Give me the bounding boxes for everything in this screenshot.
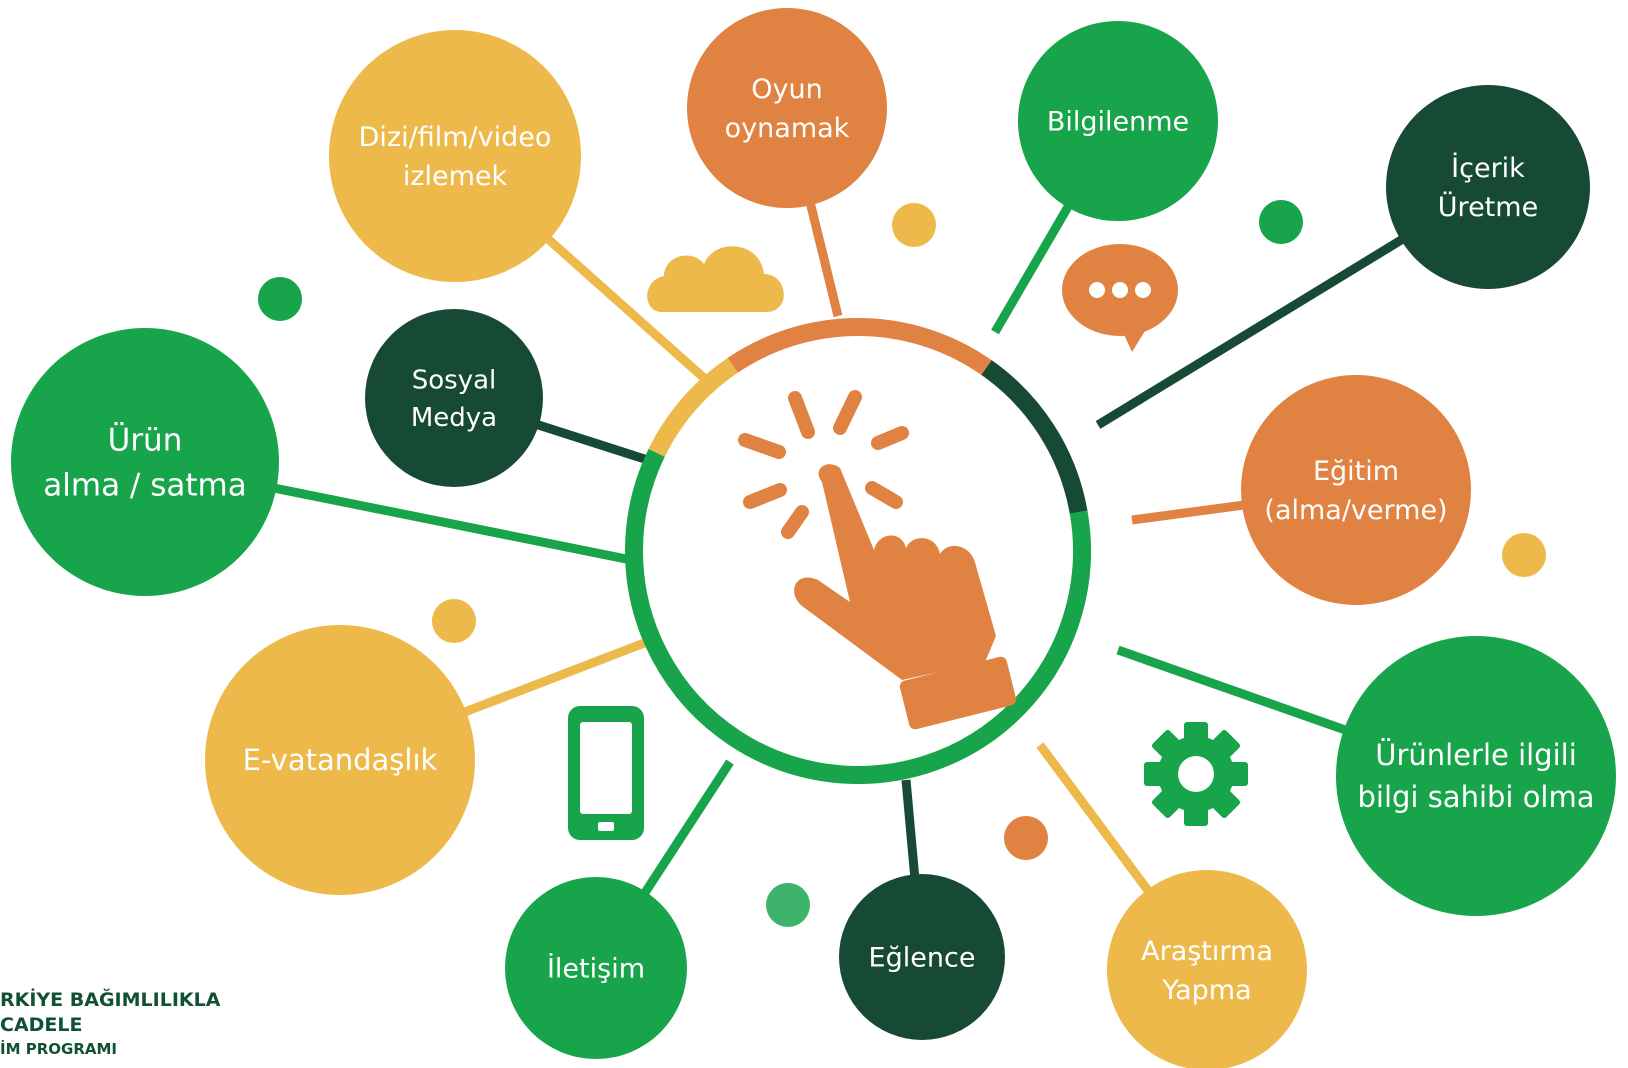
node-label: Ürün [108,421,183,458]
node-label: Medya [411,403,497,433]
node-label: Sosyal [412,365,497,395]
decorative-dot [1004,816,1048,860]
node-label: oynamak [725,113,850,144]
decorative-dot [892,203,936,247]
node-label: Ürünlerle ilgili [1375,738,1577,772]
node-urun: Ürün alma / satma [11,328,279,596]
logo-line-2: CADELE [0,1014,83,1036]
node-circle [1018,21,1218,221]
node-circle [1107,870,1307,1068]
ring-segment [981,360,1088,514]
logo-line-3: İM PROGRAMI [0,1039,117,1058]
node-circle [205,625,475,895]
node-circle [687,8,887,208]
node-label: alma / satma [43,467,246,503]
chat-bubble-icon [1062,244,1178,352]
node-circle [505,877,687,1059]
activity-nodes: Dizi/film/video izlemek Oyun oynamak Bilgile… [11,8,1616,1068]
node-label: Üretme [1438,191,1538,223]
decorative-dot [1259,200,1303,244]
cloud-icon [647,246,784,312]
node-urunlerle: Ürünlerle ilgili bilgi sahibi olma [1336,636,1616,916]
node-label: Yapma [1161,975,1251,1006]
node-label: İçerik [1451,152,1525,184]
node-label: bilgi sahibi olma [1357,780,1594,814]
node-circle [839,874,1005,1040]
node-circle [1241,375,1471,605]
node-eglence: Eğlence [839,874,1005,1040]
node-oyun: Oyun oynamak [687,8,887,208]
gear-icon [1144,722,1248,826]
node-dizi: Dizi/film/video izlemek [329,30,581,282]
decorative-dot [1502,533,1546,577]
node-label: Dizi/film/video [359,122,552,153]
node-label: Eğitim [1313,456,1399,487]
decorative-dot [432,599,476,643]
node-label: Oyun [751,74,822,105]
node-bilgilenme: Bilgilenme [1018,21,1218,221]
node-circle [1336,636,1616,916]
node-label: E-vatandaşlık [243,743,438,777]
ring-segment [625,448,1091,784]
ring-segment [648,357,738,457]
node-circle [1386,85,1590,289]
ring-segment [727,318,992,375]
node-label: Araştırma [1141,936,1273,967]
node-circle [11,328,279,596]
node-circle [329,30,581,282]
decorative-dot [766,883,810,927]
node-label: (alma/verme) [1264,495,1447,526]
node-label: Bilgilenme [1047,106,1189,137]
node-circle [365,309,543,487]
node-label: Eğlence [869,942,976,973]
logo-line-1: RKİYE BAĞIMLILIKLA [0,987,221,1011]
node-label: İletişim [547,952,645,984]
smartphone-icon [568,706,644,840]
node-evatandaslik: E-vatandaşlık [205,625,475,895]
tap-hand-icon [738,390,1017,730]
decorative-dots [258,200,1546,927]
node-iletisim: İletişim [505,877,687,1059]
node-label: izlemek [403,161,508,192]
node-egitim: Eğitim (alma/verme) [1241,375,1471,605]
decorative-dot [258,277,302,321]
